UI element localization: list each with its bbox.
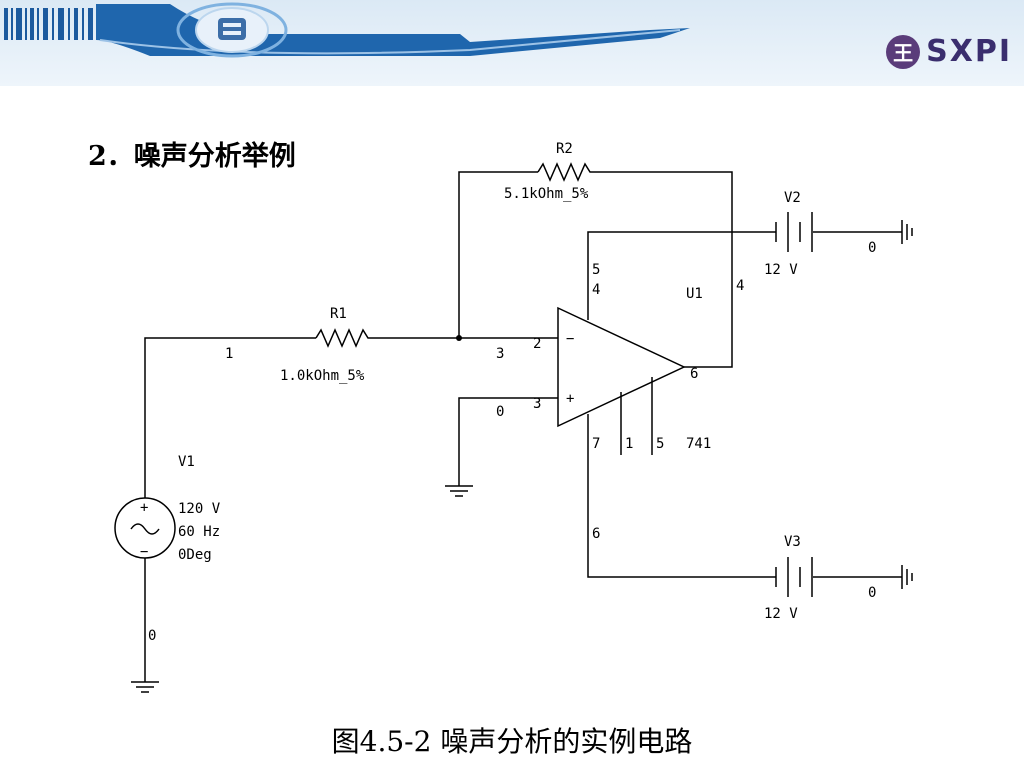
v1-phase: 0Deg — [178, 547, 212, 563]
resistor-r1 — [315, 328, 374, 348]
node-0-v3: 0 — [868, 585, 876, 601]
header-banner — [0, 0, 1024, 86]
chip-icon — [218, 18, 246, 40]
v1-name: V1 — [178, 454, 195, 470]
v1-minus-sign: − — [140, 544, 148, 560]
pin-6: 6 — [690, 366, 698, 382]
wires — [144, 171, 902, 682]
ground-icon — [901, 220, 913, 244]
r2-name: R2 — [556, 141, 573, 157]
v1-frequency: 60 Hz — [178, 524, 220, 540]
r1-value: 1.0kOhm_5% — [280, 368, 365, 384]
sxpi-logo: 王 SXPI — [886, 34, 1012, 69]
v2-name: V2 — [784, 190, 801, 206]
v1-amplitude: 120 V — [178, 501, 221, 517]
r2-value: 5.1kOhm_5% — [504, 186, 589, 202]
sine-wave-icon — [130, 523, 160, 535]
ac-source-v1 — [114, 497, 176, 559]
opamp-u1 — [557, 306, 686, 428]
ground-icon — [901, 565, 913, 589]
resistor-r2 — [537, 162, 596, 182]
v3-name: V3 — [784, 534, 801, 550]
node-6-bottom: 6 — [592, 526, 600, 542]
section-title: 2．噪声分析举例 — [88, 141, 296, 172]
pin-7: 7 — [592, 436, 600, 452]
logo-text: SXPI — [926, 34, 1012, 69]
barcode-stripes — [4, 8, 93, 40]
u1-model: 741 — [686, 436, 711, 452]
sxpi-emblem-icon: 王 — [886, 34, 921, 69]
opamp-minus-sign: − — [566, 331, 574, 347]
ground-icon — [445, 485, 473, 497]
figure-caption: 图4.5-2 噪声分析的实例电路 — [331, 725, 693, 758]
battery-v2 — [775, 212, 813, 252]
node-5: 5 — [592, 262, 600, 278]
battery-v3 — [775, 557, 813, 597]
pin-2: 2 — [533, 336, 541, 352]
r1-name: R1 — [330, 306, 347, 322]
header-emblem-ring — [176, 2, 288, 58]
ground-icon — [131, 681, 159, 693]
pin-3: 3 — [533, 396, 541, 412]
v2-value: 12 V — [764, 262, 798, 278]
node-1: 1 — [225, 346, 233, 362]
pin-1: 1 — [625, 436, 633, 452]
node-0-v2: 0 — [868, 240, 876, 256]
node-0-input: 0 — [496, 404, 504, 420]
pin-5: 5 — [656, 436, 664, 452]
node-0-v1: 0 — [148, 628, 156, 644]
node-3: 3 — [496, 346, 504, 362]
junction-dot — [456, 335, 462, 341]
u1-name: U1 — [686, 286, 703, 302]
opamp-plus-sign: + — [566, 391, 574, 407]
pin-4-top: 4 — [592, 282, 600, 298]
v1-plus-sign: + — [140, 500, 148, 516]
pin-4-right: 4 — [736, 278, 744, 294]
v3-value: 12 V — [764, 606, 798, 622]
